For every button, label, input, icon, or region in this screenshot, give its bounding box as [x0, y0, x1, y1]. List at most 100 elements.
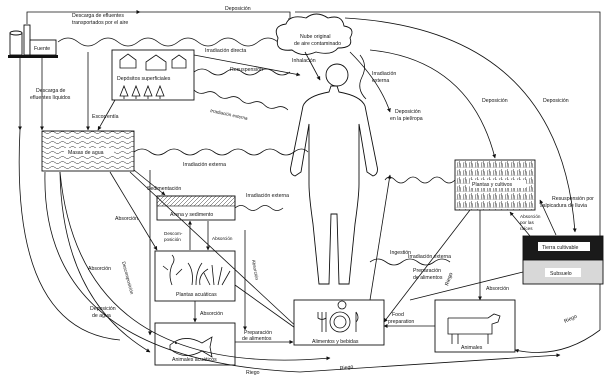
absorption-3-label: Absorción	[200, 311, 223, 317]
water-body-label: Masas de agua	[68, 150, 104, 156]
root-absorption-arrow	[509, 211, 531, 237]
sand-sediment-box: Arena y sedimento	[156, 195, 236, 221]
soil-box: Tierra cultivable Subsuelo	[522, 235, 604, 285]
sediment-ext-irr-wave	[234, 205, 284, 211]
water-to-food-arrow	[129, 171, 301, 331]
ingestion-label: Ingestión	[390, 250, 411, 256]
ext-irr-diag-label: Irradiación externa	[210, 108, 249, 121]
sedimentation-label: Sedimentación	[147, 186, 181, 192]
deposition-top-label: Deposición	[225, 6, 251, 12]
cloud-label-2: de aire contaminado	[294, 41, 341, 47]
absorption-5-label: Absorción	[88, 266, 111, 272]
water-to-aqanimals-arrow	[59, 171, 151, 353]
food-prep-1-label-1: Preparación	[244, 330, 272, 336]
irrigation-r-line	[409, 271, 524, 301]
contaminated-air-cloud: Nube original de aire contaminado	[275, 13, 353, 55]
water-to-plants-arrow	[109, 171, 158, 251]
aquatic-animals-box: Animales acuáticos	[154, 322, 236, 366]
irrigation-br-label: Riego	[563, 314, 578, 325]
top-right-outer-line	[295, 11, 601, 330]
skin-dep-label-1: Deposición	[395, 109, 421, 115]
plants-ext-irr-wave	[384, 176, 456, 184]
air-discharge-arrow	[26, 10, 141, 24]
food-prep-2-label-2: de alimentos	[413, 275, 443, 281]
skin-deposition-arrow	[349, 51, 391, 113]
plants-to-food-prep-arrow	[383, 209, 471, 323]
left-outer-curve	[18, 129, 121, 341]
aquatic-animals-label: Animales acuáticos	[172, 357, 217, 363]
ext-irr-sed-label: Irradiación externa	[246, 193, 289, 199]
ext-irr-top-wave	[359, 54, 367, 100]
source-facility: Fuente	[8, 24, 58, 58]
discharge-air-label-1: Descarga de efluentes	[72, 13, 124, 19]
food-prep-1-label-2: de alimentos	[242, 336, 272, 342]
soil-label: Tierra cultivable	[542, 245, 579, 251]
liquid-discharge-label-1: Descarga de	[36, 88, 66, 94]
irrigation-bottom-arrow	[44, 171, 561, 373]
plants-to-food-arrow	[234, 284, 299, 331]
discharge-air-label-2: transportados por el aire	[72, 20, 128, 26]
livestock-box: Animales	[434, 299, 516, 353]
root-abs-label-1: Absorción	[520, 214, 541, 219]
water-ext-irr-wave	[133, 148, 309, 156]
ext-irr-top-label-1: Irradiación	[372, 71, 396, 77]
irrigation-label: Riego	[246, 370, 260, 376]
surface-deposits-box: Depósitos superficiales	[111, 49, 195, 101]
irrigation-br-arrow	[514, 329, 601, 353]
plants-crops-label: Plantas y cultivos	[472, 182, 512, 188]
cloud-to-plants-deposition-arrow	[369, 49, 497, 159]
ext-irr-mid-label: Irradiación externa	[183, 162, 226, 168]
ext-irr-top-label-2: externa	[372, 78, 389, 84]
inhalation-arrow	[304, 51, 321, 81]
plume-wave-top	[57, 37, 289, 47]
food-prep-3-label-1: Food	[392, 312, 404, 318]
irrigation-bottom-label: Riego	[339, 364, 353, 372]
irrigation-food-arrow	[59, 171, 331, 361]
absorption-1-label: Absorción	[115, 216, 138, 222]
resusp-rain-label-1: Resuspensión por	[552, 196, 594, 202]
water-dep-label-2: de agua	[92, 313, 111, 319]
liquid-discharge-label-2: efluentes líquidos	[30, 95, 71, 101]
root-abs-label-3: raíces	[520, 226, 533, 231]
water-dep-label-1: Deposición	[90, 306, 116, 312]
absorption-4-label: Absorción	[251, 259, 260, 280]
inhalation-label: Inhalación	[292, 58, 316, 64]
food-drink-box: Alimentos y bebidas	[293, 299, 385, 346]
human-figure	[290, 63, 378, 285]
root-abs-label-2: por las	[520, 220, 534, 225]
ext-irr-diag-wave	[193, 89, 289, 111]
irrigation-r-label: Riego	[444, 272, 454, 287]
plants-crops-box: Plantas y cultivos	[454, 159, 536, 211]
ext-irr-plants-wave	[369, 258, 451, 266]
cloud-label-1: Nube original	[300, 34, 331, 40]
source-label: Fuente	[34, 46, 50, 52]
food-prep-3-label-2: preparation	[388, 319, 414, 325]
ext-irr-plants-label: Irradiación externa	[408, 254, 451, 260]
ingestion-arrow	[369, 174, 392, 301]
subsoil-label: Subsuelo	[550, 271, 572, 277]
absorption-2-label: Absorción	[212, 236, 233, 241]
runoff-arrow	[97, 99, 116, 131]
decomposition-label-1: Descom-	[164, 231, 183, 236]
sedimentation-arrow	[133, 169, 166, 196]
livestock-label: Animales	[461, 345, 483, 351]
absorption-plants-label: Absorción	[486, 286, 509, 292]
food-drink-label: Alimentos y bebidas	[312, 339, 359, 345]
food-prep-2-label-1: Preparación	[413, 268, 441, 274]
water-body-box: Masas de agua	[41, 130, 135, 172]
rain-resuspension-arrow	[539, 199, 557, 236]
direct-irradiation-label: Irradiación directa	[205, 48, 246, 54]
deposition-r2-label: Deposición	[543, 98, 569, 104]
skin-dep-label-2: en la piel/ropa	[390, 116, 423, 122]
aquatic-plants-label: Plantas acuáticas	[176, 292, 217, 298]
cloud-to-soil-deposition-arrow	[344, 17, 577, 233]
surface-deposits-label: Depósitos superficiales	[117, 76, 171, 82]
resuspension-wave	[193, 68, 291, 76]
direct-irradiation-arrow	[193, 54, 301, 77]
resuspension-label: Resuspensión	[230, 67, 263, 73]
runoff-label: Escorrentía	[92, 114, 119, 120]
sand-sediment-label: Arena y sedimento	[170, 212, 213, 218]
decomposition-diag-label: Descomposición	[121, 261, 135, 295]
